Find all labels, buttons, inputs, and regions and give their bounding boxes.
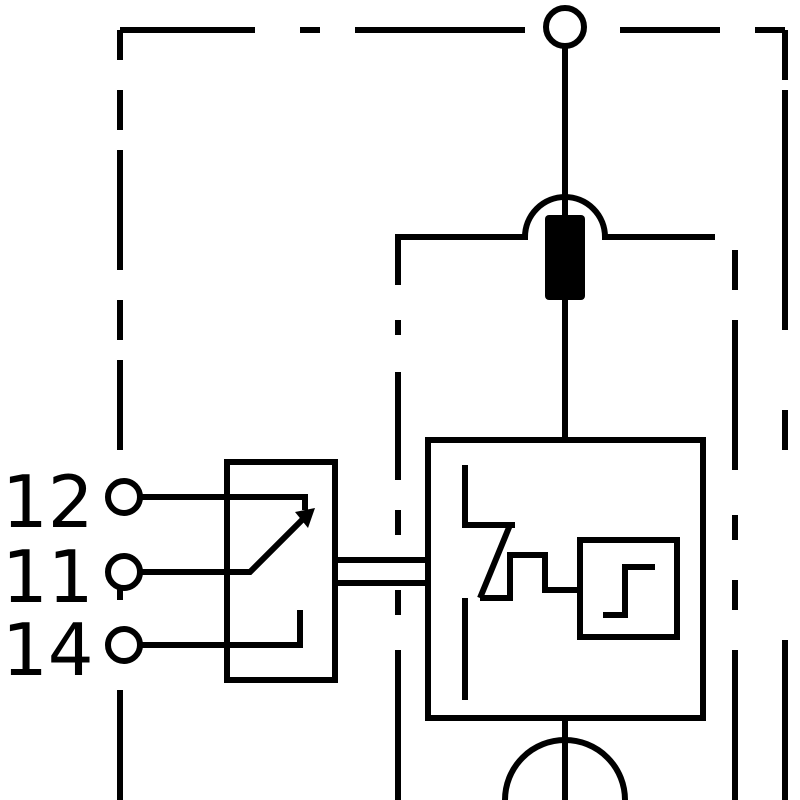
terminal-11: [105, 553, 143, 591]
switch-contact-symbol: [462, 465, 515, 700]
contact-arrowhead: [295, 508, 315, 528]
hysteresis-symbol: [603, 564, 655, 618]
inner-enclosure: [395, 237, 738, 800]
terminal-label-11: 11: [2, 535, 94, 619]
step-waveform: [480, 552, 580, 601]
terminal-label-14: 14: [2, 608, 94, 692]
bottom-arc: [502, 737, 628, 800]
mechanical-link: [335, 557, 428, 586]
terminal-14: [105, 626, 143, 664]
crossover-hop: [395, 194, 715, 240]
coil-element: [545, 215, 585, 300]
terminal-12: [105, 478, 143, 516]
terminal-label-12: 12: [2, 460, 94, 544]
top-terminal: [543, 5, 587, 49]
terminal-wires: [142, 494, 313, 648]
hysteresis-block: [577, 537, 680, 640]
